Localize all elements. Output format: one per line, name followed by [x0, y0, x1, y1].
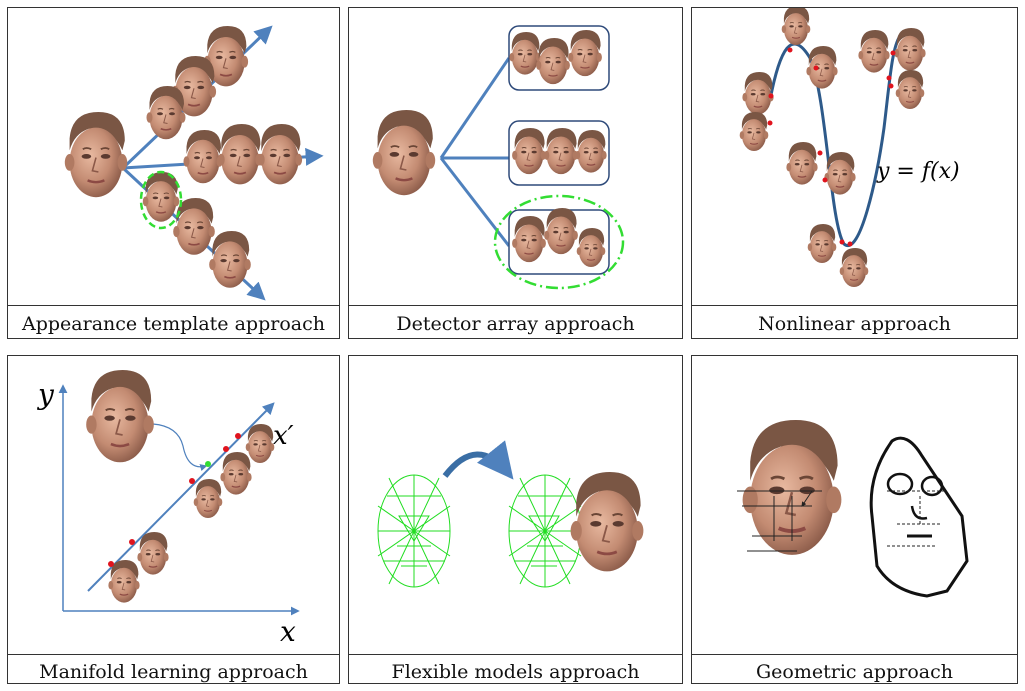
nonlinear-diagram: y = f(x) — [692, 8, 1018, 339]
panel-geometric: Geometric approach — [691, 355, 1018, 684]
geometric-sketch — [871, 438, 967, 596]
face-icon — [858, 30, 889, 73]
face-icon — [258, 124, 302, 184]
face-icon — [246, 424, 275, 463]
y-axis-label: y — [36, 378, 55, 411]
mesh-right — [509, 475, 581, 587]
branch-line — [441, 158, 509, 246]
caption-manifold: Manifold learning approach — [8, 661, 339, 683]
face-icon — [740, 112, 769, 151]
caption-divider — [692, 654, 1017, 655]
face-icon — [824, 152, 855, 195]
equation-label: y = f(x) — [876, 159, 960, 184]
appearance-diagram — [8, 8, 340, 339]
panel-manifold-learning: y x x′ Manifold learning approach — [7, 355, 340, 684]
caption-divider — [692, 305, 1017, 306]
panel-nonlinear: y = f(x) Nonlinear approach — [691, 7, 1018, 339]
face-icon — [806, 46, 837, 89]
mapping-arrow — [153, 424, 206, 467]
face-icon — [840, 248, 869, 287]
branch-line — [441, 58, 509, 158]
geometric-diagram — [692, 356, 1018, 684]
panel-flexible-models: Flexible models approach — [348, 355, 683, 684]
face-icon — [786, 142, 817, 185]
face-icon — [571, 472, 644, 571]
face-icon — [373, 110, 435, 195]
panel-appearance-template: Appearance template approach — [7, 7, 340, 339]
face-icon — [147, 86, 186, 139]
deform-arrow — [445, 454, 509, 476]
panel-detector-array: Detector array approach — [348, 7, 683, 339]
caption-divider — [349, 305, 682, 306]
face-icon — [108, 560, 139, 603]
caption-flexible: Flexible models approach — [349, 661, 682, 683]
x-axis-label: x — [280, 615, 296, 648]
caption-divider — [8, 305, 339, 306]
face-icon — [220, 452, 251, 495]
mesh-left — [378, 475, 450, 587]
projection-point — [205, 461, 211, 467]
face-icon — [894, 28, 925, 71]
detector-diagram — [349, 8, 683, 339]
caption-divider — [8, 654, 339, 655]
face-icon — [742, 72, 773, 115]
face-icon — [184, 130, 223, 183]
manifold-axis-label: x′ — [273, 421, 294, 451]
caption-detector: Detector array approach — [349, 313, 682, 335]
caption-nonlinear: Nonlinear approach — [692, 313, 1017, 335]
face-icon — [218, 124, 262, 184]
face-icon — [137, 532, 168, 575]
caption-divider — [349, 654, 682, 655]
flexible-diagram — [349, 356, 683, 684]
face-icon — [896, 70, 925, 109]
face-icon — [86, 370, 154, 462]
face-icon — [65, 112, 127, 197]
face-icon — [782, 7, 811, 45]
manifold-diagram: y x x′ — [8, 356, 340, 684]
sketch-measure-lines — [887, 491, 947, 546]
caption-appearance: Appearance template approach — [8, 313, 339, 335]
face-icon — [194, 479, 223, 518]
caption-geometric: Geometric approach — [692, 661, 1017, 683]
face-icon — [808, 224, 837, 263]
